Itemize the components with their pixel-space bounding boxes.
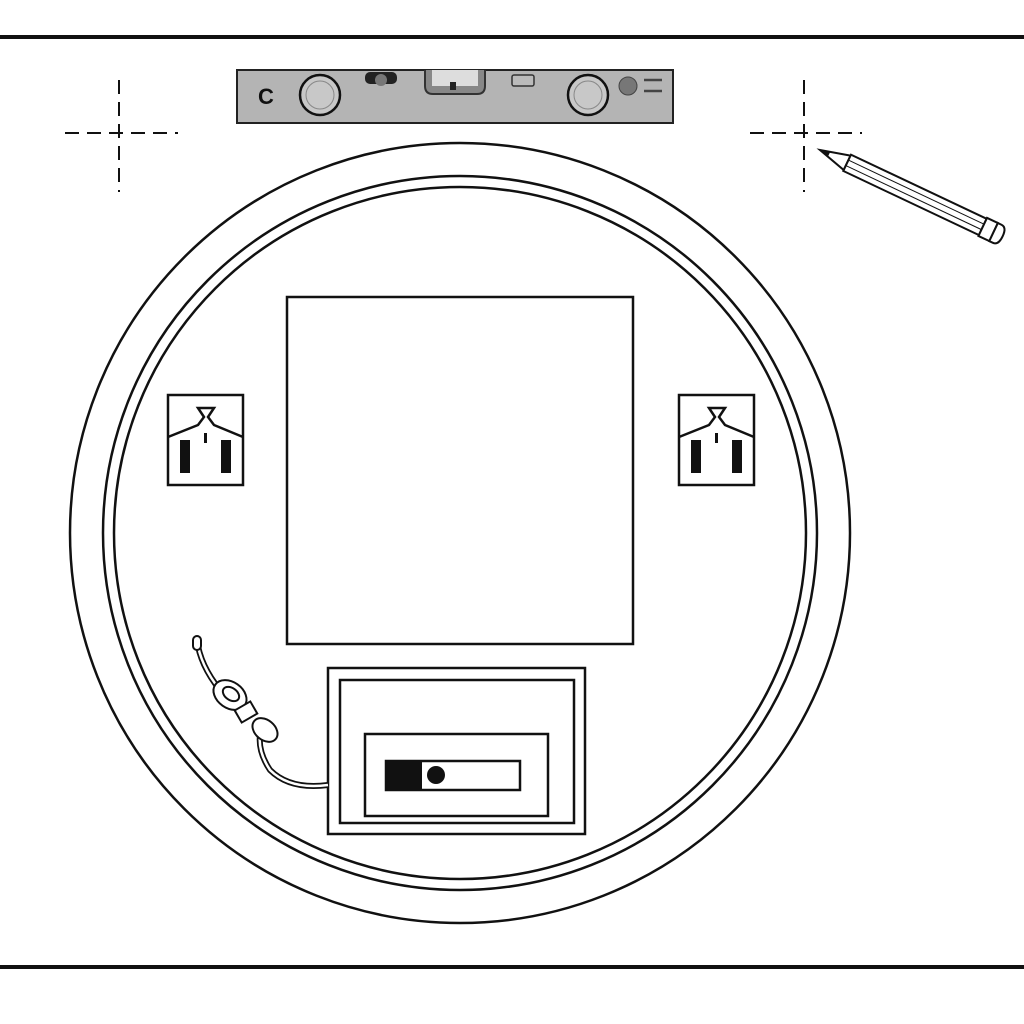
spirit-level-icon: C	[236, 69, 674, 124]
mirror-inner-ring-2	[112, 185, 808, 881]
wall-bracket-icon	[166, 393, 245, 487]
crosshair-mark-icon	[750, 80, 862, 192]
back-panel	[285, 295, 635, 646]
switch-box	[326, 666, 587, 836]
level-label: C	[258, 84, 274, 109]
mirror-outer-edge	[68, 141, 852, 925]
cable-icon	[192, 635, 329, 789]
wall-bracket-icon	[677, 393, 756, 487]
pencil-icon	[816, 148, 1006, 245]
mirror-inner-ring	[101, 174, 819, 892]
crosshair-mark-icon	[65, 80, 178, 192]
switch-icon	[384, 759, 522, 792]
